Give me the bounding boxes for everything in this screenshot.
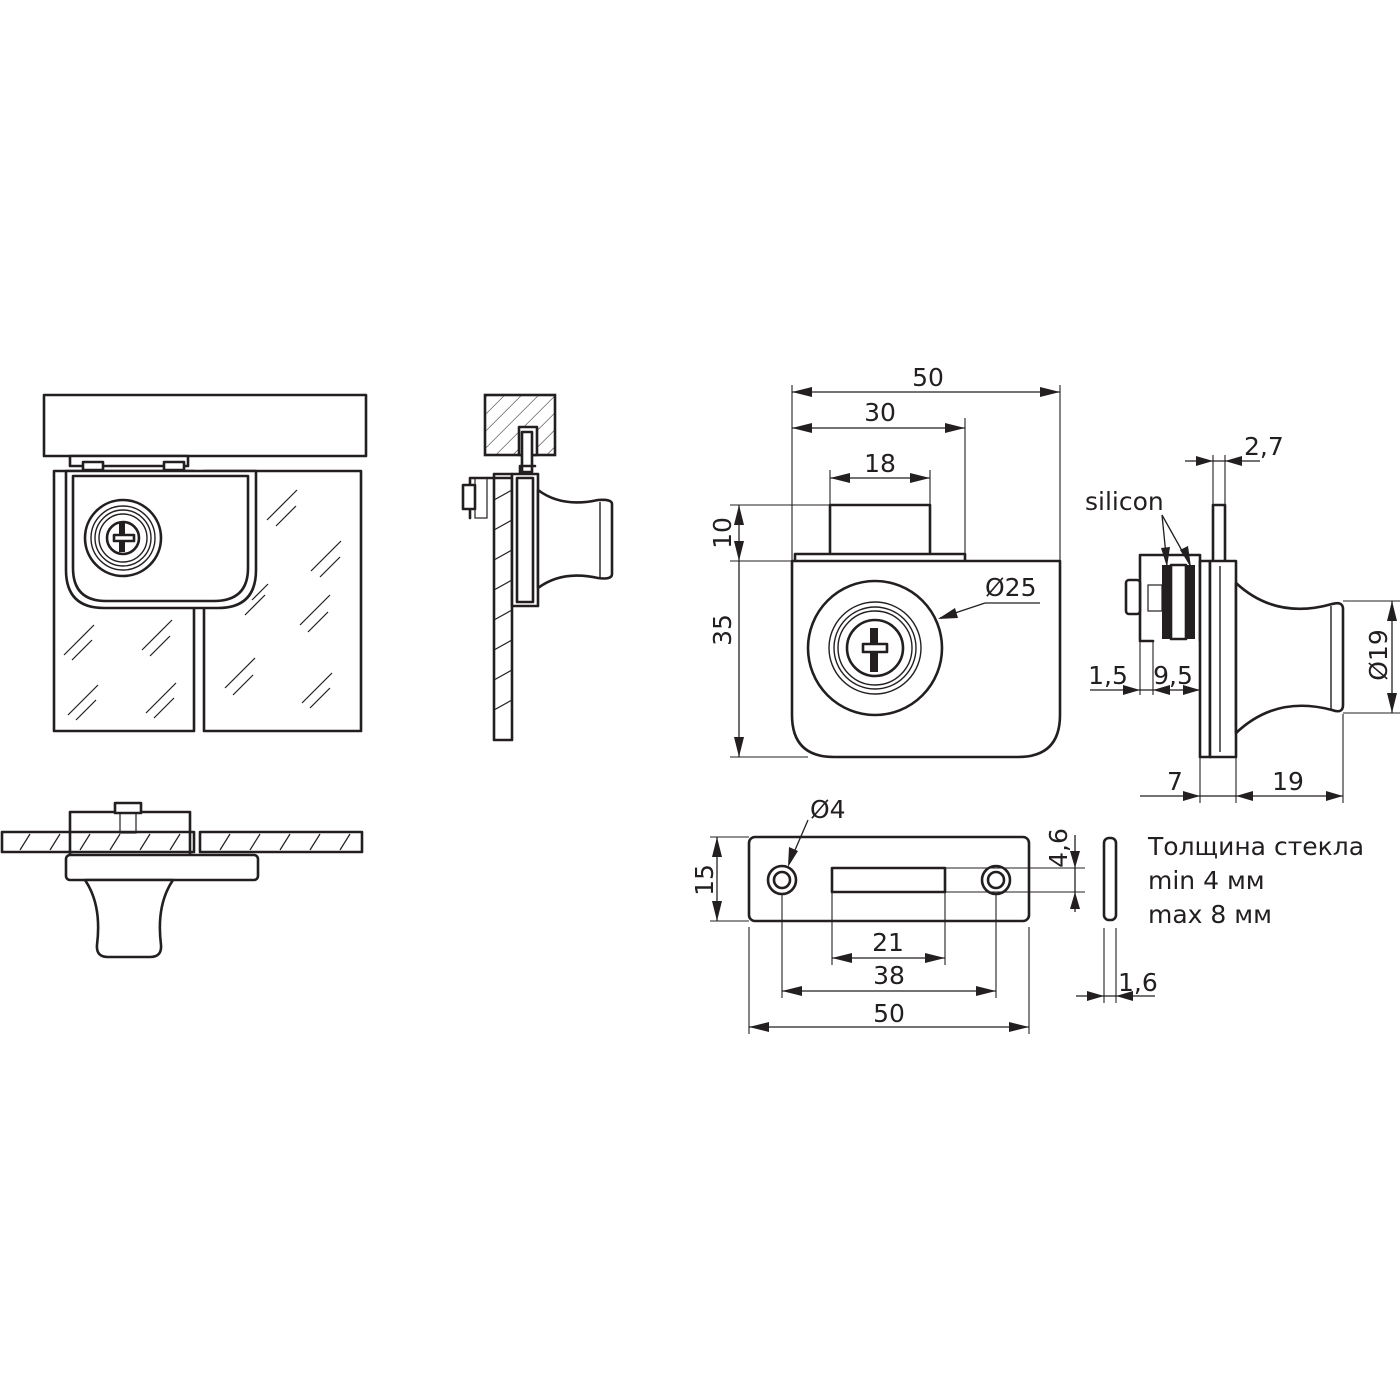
lock-body-front-view: 50 30 18 10 35 Ø25 xyxy=(708,363,1062,759)
cylinder-ring-mid xyxy=(833,606,917,690)
dim-slot-height: 4,6 xyxy=(1044,828,1073,868)
top-screw-head xyxy=(113,801,143,815)
side-knob xyxy=(536,488,614,590)
side-mount-plate xyxy=(1198,559,1212,759)
side-screw-thread xyxy=(474,477,488,519)
note-line-1: Толщина стекла xyxy=(1147,832,1364,861)
dim-body-height: 35 xyxy=(708,614,737,646)
glass-edge-hatch xyxy=(493,489,513,711)
glass-reflections xyxy=(63,489,342,721)
dim-plate-thickness: 1,6 xyxy=(1118,968,1158,997)
dim-plate-height: 15 xyxy=(690,864,719,896)
hole-right-inner xyxy=(986,870,1006,890)
top-screw-thread xyxy=(119,812,137,834)
silicon-pad-left xyxy=(1162,565,1171,639)
cylinder-ring-2 xyxy=(94,509,152,567)
glass-thickness-note: Толщина стекла min 4 мм max 8 мм xyxy=(1147,832,1364,929)
silicon-pad-right xyxy=(1186,565,1195,639)
front-view-assembly xyxy=(42,393,368,733)
mount-bracket xyxy=(68,454,190,468)
side-view-assembly xyxy=(461,393,614,742)
top-glass-right xyxy=(198,830,364,854)
top-shelf xyxy=(42,393,368,458)
dim-plate-width: 50 xyxy=(873,999,905,1028)
dim-body-half-width: 30 xyxy=(864,398,896,427)
top-knob xyxy=(83,878,175,959)
cylinder-ring-3 xyxy=(98,513,148,563)
side-screw-head-2 xyxy=(1124,578,1142,616)
cylinder-plug xyxy=(845,618,905,678)
bolt-block xyxy=(828,503,932,563)
strike-slot xyxy=(830,866,947,894)
dim-hole-diameter: Ø4 xyxy=(810,795,846,824)
side-lock-plate xyxy=(515,476,535,604)
bolt-stem xyxy=(520,430,534,474)
strike-plate-view: Ø4 15 4,6 21 38 xyxy=(690,795,1158,1034)
bracket-foot-left xyxy=(81,460,105,472)
strike-plate-outline xyxy=(747,835,1031,923)
dim-knob-depth: 19 xyxy=(1272,767,1304,796)
cylinder-body xyxy=(806,579,944,717)
lock-housing-inner xyxy=(71,474,250,603)
dim-glass-gap: 9,5 xyxy=(1153,661,1193,690)
dim-gap-left: 1,5 xyxy=(1088,661,1128,690)
side-screw xyxy=(461,483,477,511)
strike-plate-edge xyxy=(1102,836,1118,922)
key-slot-cross xyxy=(112,533,136,543)
lock-side-view: 2,7 silicon 1,5 9,5 7 19 Ø19 xyxy=(1085,432,1400,803)
side-bolt-pin xyxy=(1211,503,1227,567)
glass-edge xyxy=(492,472,514,742)
dim-slot-width: 21 xyxy=(872,928,904,957)
dim-bracket-thickness: 2,7 xyxy=(1244,432,1284,461)
top-glass-left xyxy=(0,830,196,854)
cylinder-ring-1 xyxy=(90,505,156,571)
cylinder-ring-in xyxy=(837,610,913,686)
top-lock-base xyxy=(64,853,260,882)
top-view-assembly xyxy=(0,801,364,959)
dim-bolt-width: 18 xyxy=(864,449,896,478)
side-knob-2 xyxy=(1234,581,1345,735)
dim-hole-spacing: 38 xyxy=(873,961,905,990)
bracket-foot-right xyxy=(162,460,186,472)
note-line-3: max 8 мм xyxy=(1148,900,1272,929)
glass-between xyxy=(1169,563,1188,641)
dim-depth-7: 7 xyxy=(1167,767,1183,796)
dim-body-width: 50 xyxy=(912,363,944,392)
cylinder-key-cross xyxy=(861,642,889,654)
side-screw-shaft xyxy=(1147,584,1163,612)
dim-bolt-height: 10 xyxy=(708,517,737,549)
cylinder-ring-outer xyxy=(828,601,922,695)
dim-knob-diameter: Ø19 xyxy=(1364,629,1393,681)
dim-cylinder-diameter: Ø25 xyxy=(985,573,1037,602)
hole-left-inner xyxy=(772,870,792,890)
top-glass-hatch xyxy=(19,833,351,851)
label-silicon: silicon xyxy=(1085,487,1164,516)
cylinder-outer xyxy=(83,498,163,578)
note-line-2: min 4 мм xyxy=(1148,866,1265,895)
side-body-block xyxy=(1208,559,1238,759)
